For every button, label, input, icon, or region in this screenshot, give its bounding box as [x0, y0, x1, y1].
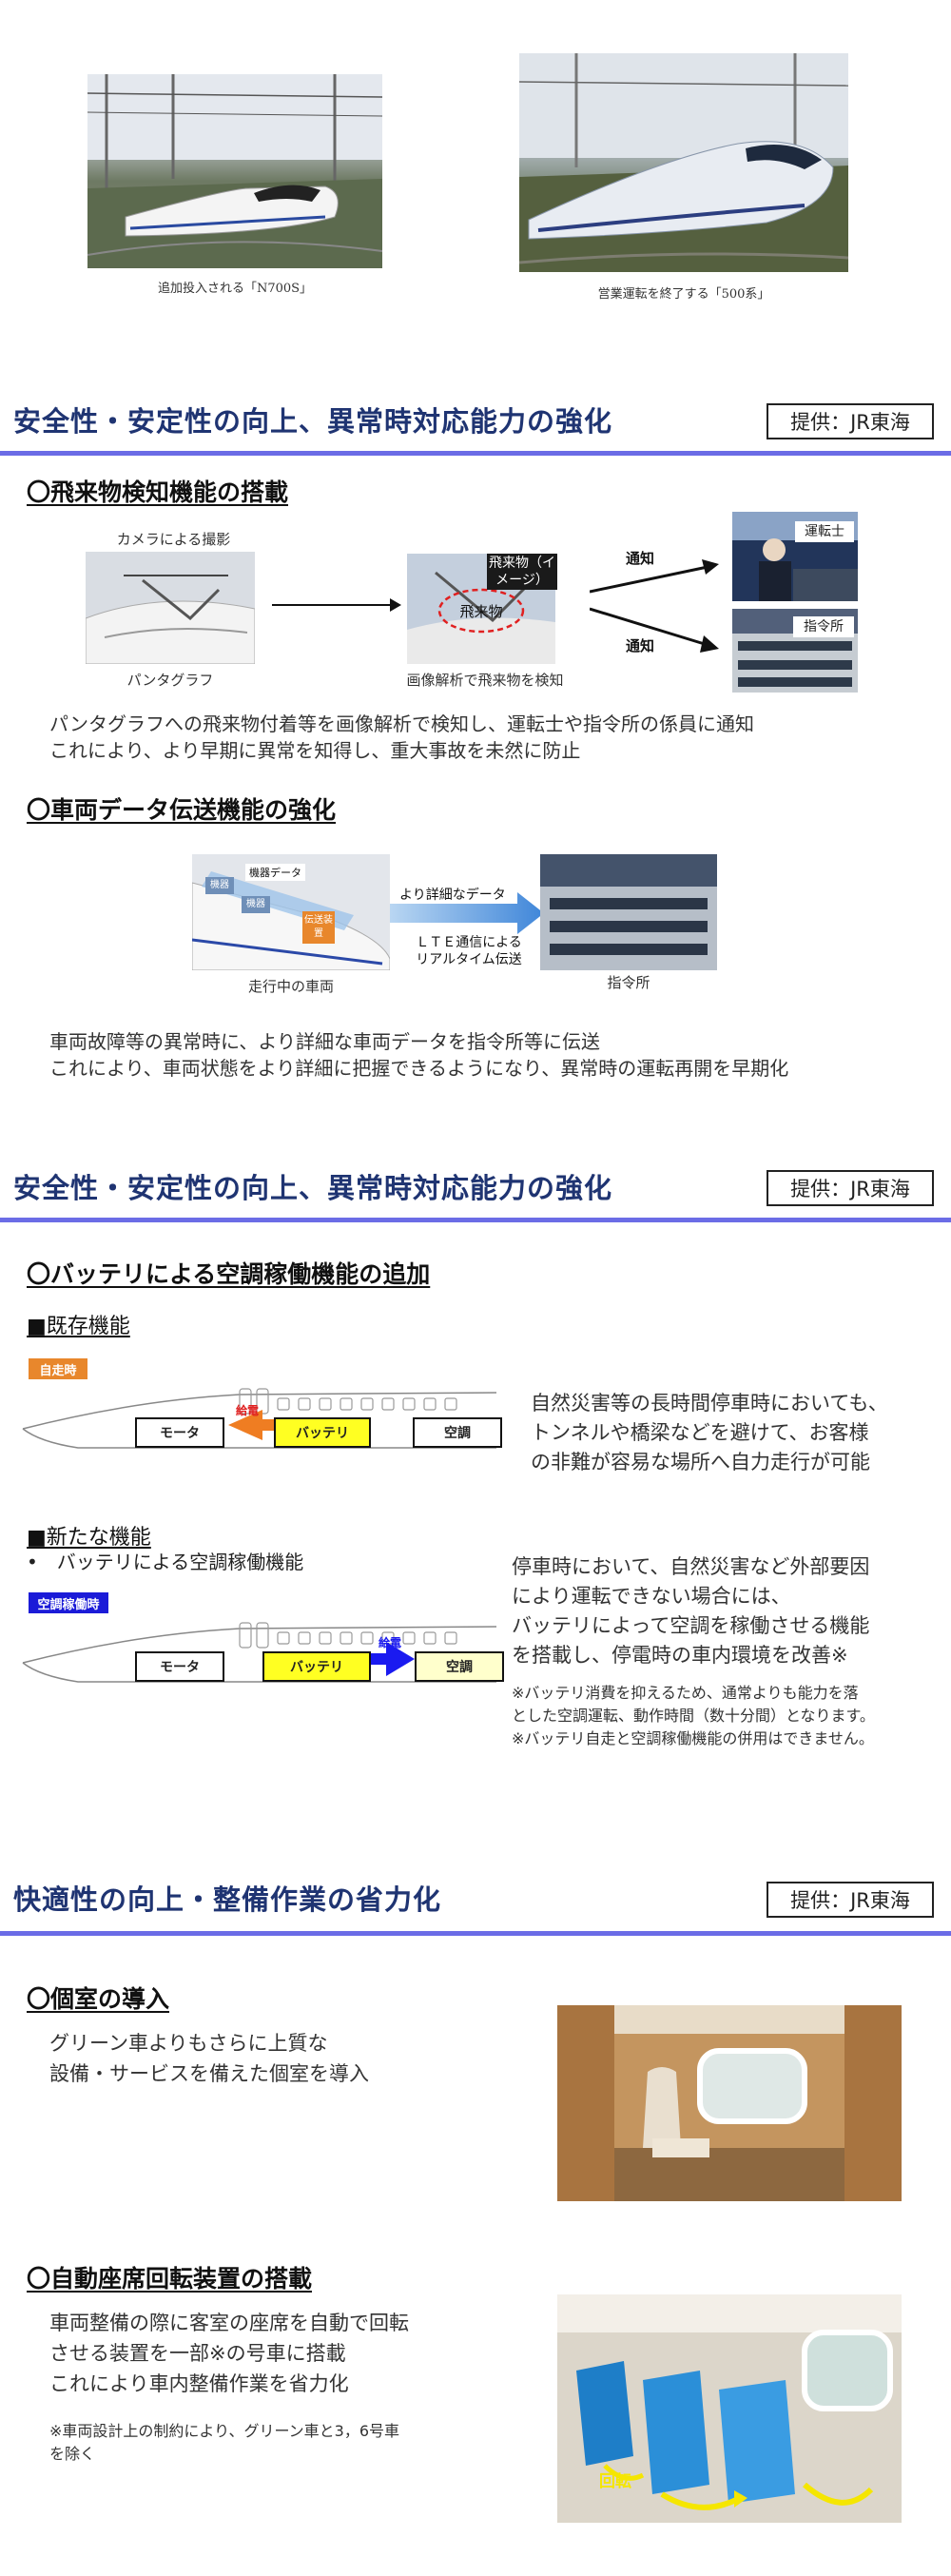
lte-label: ＬＴＥ通信による リアルタイム伝送	[416, 935, 522, 967]
section2-provider: 提供：JR東海	[767, 1170, 934, 1206]
device-data-label: 機器データ	[245, 864, 305, 881]
seat-rotation-photo	[557, 2294, 902, 2523]
n700s-caption: 追加投入される「N700S」	[157, 282, 313, 296]
data-text-1: 車両故障等の異常時に、より詳細な車両データを指令所等に伝送	[49, 1030, 600, 1053]
pantograph-label: パンタグラフ	[126, 672, 214, 689]
device-box-b: 機器	[242, 896, 270, 913]
transmitter-box: 伝送装置	[302, 911, 335, 944]
data-transmission-title: 〇車両データ伝送機能の強化	[27, 796, 337, 824]
battery-ac-title: 〇バッテリによる空調稼働機能の追加	[27, 1260, 431, 1288]
new-function-desc: 停車時において、自然災害など外部要因 により運転できない場合には、 バッテリによ…	[512, 1555, 870, 1667]
private-room-photo	[557, 2005, 902, 2201]
new-battery-box: バッテリ	[262, 1651, 371, 1682]
section2-rule	[0, 1218, 951, 1222]
private-room-title: 〇個室の導入	[27, 1985, 170, 2013]
new-motor-box: モータ	[135, 1651, 224, 1682]
new-feed-label: 給電	[378, 1636, 402, 1649]
ac-operation-badge: 空調稼働時	[29, 1592, 108, 1613]
existing-function-heading: ■既存機能	[27, 1315, 130, 1338]
data-text-2: これにより、車両状態をより詳細に把握できるようになり、異常時の運転再開を早期化	[49, 1057, 789, 1080]
device-box-a: 機器	[205, 877, 234, 894]
auto-seat-rotation-title: 〇自動座席回転装置の搭載	[27, 2265, 313, 2293]
section3-provider: 提供：JR東海	[767, 1882, 934, 1918]
projectile-text-1: パンタグラフへの飛来物付着等を画像解析で検知し、運転士や指令所の係員に通知	[49, 712, 754, 735]
projectile-text-2: これにより、より早期に異常を知得し、重大事故を未然に防止	[49, 739, 581, 762]
projectile-detection-title: 〇飛来物検知機能の搭載	[27, 478, 289, 506]
auto-seat-rotation-note: ※車両設計上の制約により、グリーン車と3，6号車 を除く	[49, 2422, 400, 2463]
running-vehicle-label: 走行中の車両	[247, 978, 334, 995]
existing-battery-box: バッテリ	[274, 1417, 371, 1448]
auto-seat-rotation-text: 車両整備の際に客室の座席を自動で回転 させる装置を一部※の号車に搭載 これにより…	[49, 2312, 409, 2395]
new-ac-box: 空調	[415, 1651, 504, 1682]
existing-feed-label: 給電	[236, 1404, 260, 1417]
existing-motor-box: モータ	[135, 1417, 224, 1448]
section1-provider: 提供：JR東海	[767, 403, 934, 439]
series-500-photo	[519, 53, 848, 272]
notify-label-1: 通知	[626, 550, 655, 567]
new-function-heading: ■新たな機能	[27, 1526, 151, 1550]
section2-title: 安全性・安定性の向上、異常時対応能力の強化	[13, 1172, 613, 1204]
self-propelled-badge: 自走時	[29, 1358, 87, 1379]
section1-title: 安全性・安定性の向上、異常時対応能力の強化	[13, 405, 613, 438]
camera-label: カメラによる撮影	[116, 531, 231, 548]
analysis-label: 画像解析で飛来物を検知	[406, 672, 564, 689]
n700s-photo	[87, 74, 382, 268]
projectile-circle-label: 飛来物	[459, 603, 503, 620]
existing-train-diagram	[22, 1388, 497, 1449]
new-function-bullet: • バッテリによる空調稼働機能	[27, 1551, 304, 1573]
existing-function-desc: 自然災害等の長時間停車時においても、 トンネルや橋梁などを避けて、お客様 の非難…	[531, 1392, 888, 1473]
notify-label-2: 通知	[626, 637, 655, 654]
projectile-image-tag: 飛来物（イメージ）	[487, 554, 557, 590]
detailed-data-label: より詳細なデータ	[399, 888, 506, 903]
notify-arrows	[590, 559, 719, 653]
data-flow-arrow	[390, 892, 544, 934]
existing-ac-box: 空調	[413, 1417, 502, 1448]
series-500-caption: 営業運転を終了する「500系」	[597, 287, 770, 302]
private-room-text: グリーン車よりもさらに上質な 設備・サービスを備えた個室を導入	[49, 2032, 369, 2085]
flow-arrow-right	[272, 598, 401, 612]
control-room-label: 指令所	[793, 616, 854, 637]
analysis-photo	[407, 554, 555, 664]
driver-label: 運転士	[795, 521, 854, 542]
control-center-label: 指令所	[607, 974, 650, 991]
section1-rule	[0, 451, 951, 456]
section3-title: 快適性の向上・整備作業の省力化	[13, 1883, 442, 1916]
new-function-note-2: ※バッテリ自走と空調稼働機能の併用はできません。	[512, 1729, 874, 1747]
pantograph-photo	[86, 552, 255, 664]
new-function-note-1: ※バッテリ消費を抑えるため、通常よりも能力を落 とした空調運転、動作時間（数十分…	[512, 1684, 875, 1725]
rotation-label: 回転	[599, 2472, 631, 2491]
section3-rule	[0, 1931, 951, 1936]
control-center-photo	[540, 854, 717, 970]
new-train-diagram	[22, 1622, 497, 1683]
